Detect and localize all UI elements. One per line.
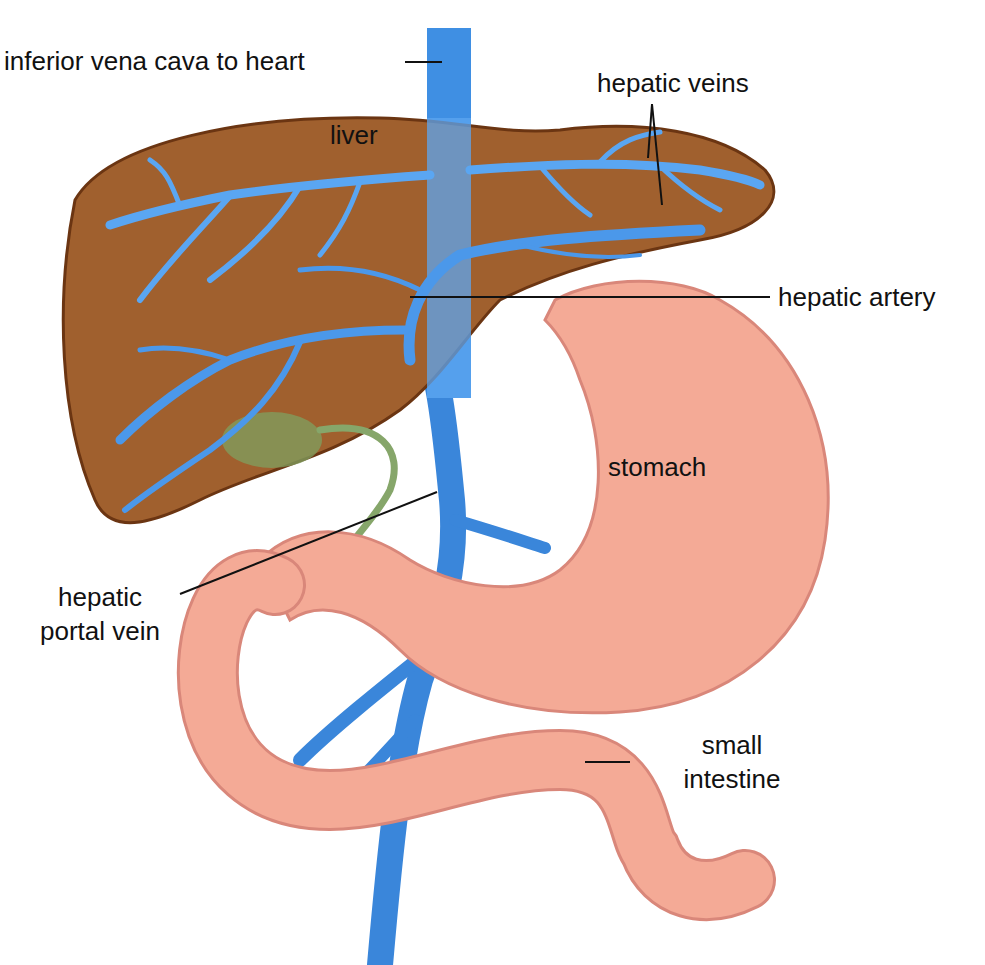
leader-lines <box>180 62 770 762</box>
part-label: stomach <box>608 450 706 484</box>
part-label: inferior vena cava to heart <box>4 44 305 78</box>
part-label: hepatic artery <box>778 280 936 314</box>
part-label: liver <box>330 118 378 152</box>
portal-branch <box>455 520 545 548</box>
part-label: hepatic veins <box>597 66 749 100</box>
part-label: hepatic portal vein <box>25 580 175 648</box>
stomach-outline <box>260 281 828 713</box>
portal-branch <box>300 650 430 760</box>
small-intestine <box>208 580 745 890</box>
inferior-vena-cava <box>427 28 471 398</box>
part-label: small intestine <box>667 728 797 796</box>
small-intestine <box>208 580 745 890</box>
gallbladder <box>222 412 322 468</box>
